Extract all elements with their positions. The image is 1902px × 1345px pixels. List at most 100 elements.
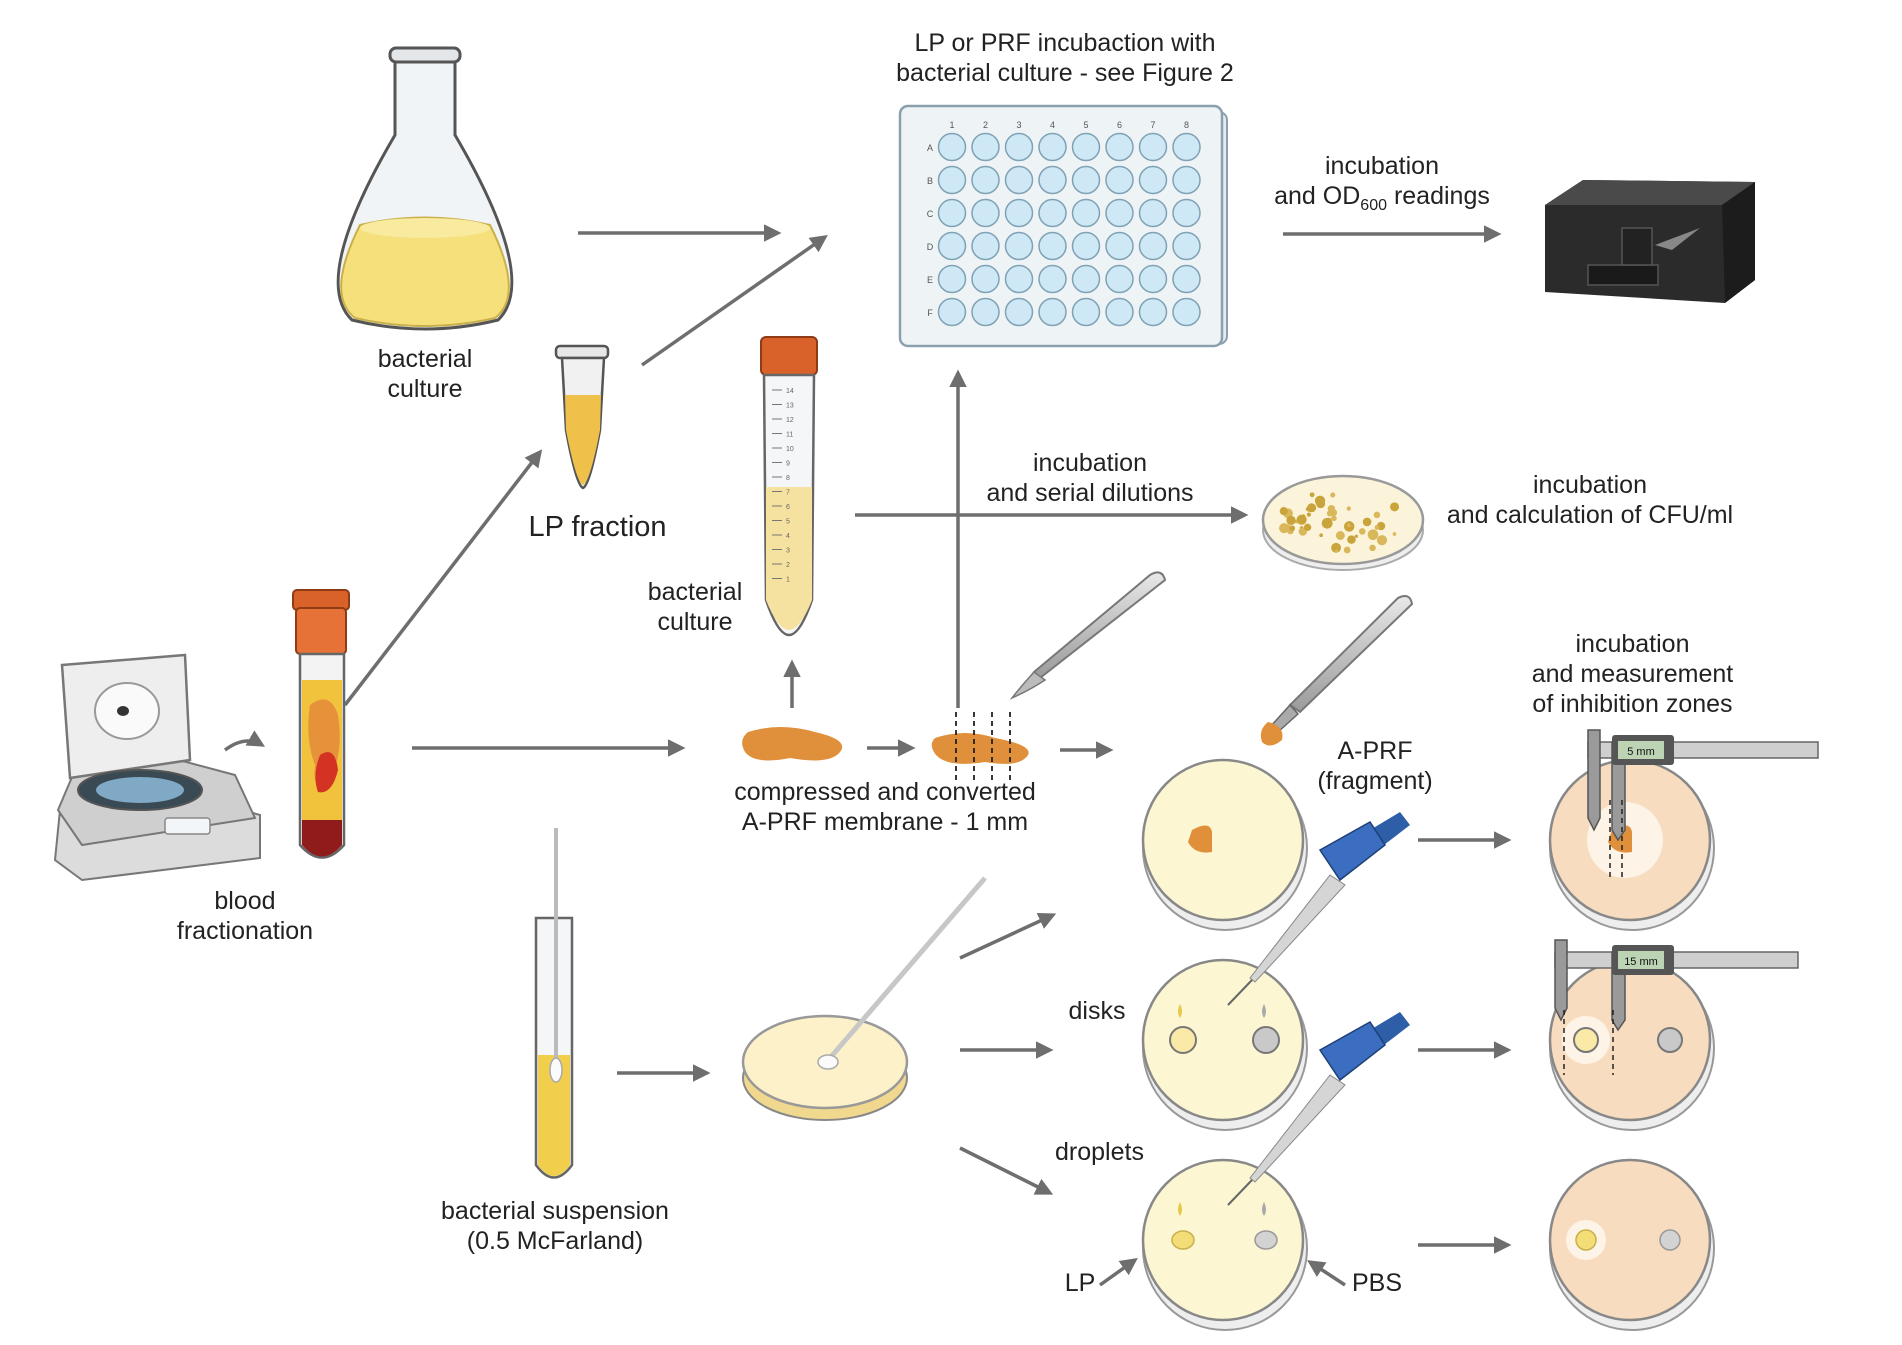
plate-well [1004, 198, 1034, 228]
plate-row-label: F [927, 308, 933, 318]
plate-well [1105, 297, 1134, 327]
plate-row-label: E [927, 275, 933, 285]
colony-dot [1331, 515, 1337, 522]
plate-well [1172, 231, 1201, 261]
plate-well [1004, 132, 1034, 162]
plate-well [1105, 165, 1134, 195]
colony-dot [1306, 512, 1312, 517]
erlenmeyer-flask-icon [336, 46, 514, 331]
plate-well [971, 264, 1000, 294]
plate-well [1071, 165, 1101, 195]
tweezers-icon [1260, 595, 1414, 746]
plate-well [1004, 297, 1034, 327]
label-cfu: incubation and calculation of CFU/ml [1446, 471, 1734, 529]
plate-well [937, 231, 967, 261]
colony-dot [1390, 502, 1400, 512]
colony-dot [1354, 534, 1358, 538]
tube-scale-label: 4 [786, 533, 790, 540]
agar-plate-fragment-icon [1141, 758, 1308, 931]
lp-fraction-tube-icon [554, 344, 610, 490]
colony-dot [1392, 532, 1397, 536]
colony-dot [1307, 503, 1317, 513]
colony-dot [1335, 531, 1345, 540]
label-blood-fractionation: blood fractionation [176, 887, 314, 945]
aprf-membrane-cut-icon [931, 712, 1029, 780]
arrow-lp-to-plate [640, 234, 828, 367]
tube-scale-label: 1 [786, 577, 790, 584]
plate-well [1071, 297, 1101, 327]
colony-dot [1347, 523, 1351, 528]
label-serial-dilutions: incubation and serial dilutions [986, 449, 1194, 507]
plate-column-label: 4 [1050, 120, 1055, 130]
colony-dot [1289, 525, 1296, 532]
plate-well [937, 264, 967, 294]
plate-well [1004, 231, 1034, 261]
colony-dot [1343, 546, 1351, 554]
colony-dot [1321, 517, 1333, 529]
plate-reader-icon [1545, 180, 1755, 303]
plate-well [937, 297, 967, 327]
tube-scale-label: 2 [786, 562, 790, 569]
colony-dot [1376, 535, 1388, 546]
plate-well [1138, 198, 1168, 228]
arrow-lp-pointer [1098, 1257, 1138, 1287]
colony-dot [1346, 506, 1351, 511]
label-od-readings: incubation and OD600 readings [1274, 152, 1490, 214]
plate-well [1138, 231, 1168, 261]
plate-well [937, 132, 967, 162]
result-plate-droplets-icon [1548, 1158, 1715, 1331]
tube-scale-label: 6 [786, 504, 790, 511]
plate-well [1172, 132, 1201, 162]
plate-well [937, 198, 967, 228]
plate-well [1071, 198, 1101, 228]
caliper-fragment-icon [1587, 729, 1819, 880]
plate-well [1105, 198, 1134, 228]
tube-scale-label: 14 [786, 388, 794, 395]
colony-dot [1303, 523, 1312, 531]
plate-well [1138, 132, 1168, 162]
result-plate-fragment-icon [1548, 758, 1715, 931]
colony-dot [1305, 507, 1310, 511]
plate-well [1071, 231, 1101, 261]
caliper-reading-5mm: 5 mm [1627, 746, 1655, 758]
centrifuge-icon [53, 653, 266, 882]
colony-dot [1286, 515, 1296, 526]
plate-row-label: C [927, 209, 934, 219]
label-inhibition: incubation and measurement of inhibition… [1531, 630, 1734, 718]
pipette-disks-icon [1227, 812, 1410, 1006]
plate-well [1105, 132, 1134, 162]
plate-column-label: 5 [1083, 120, 1088, 130]
tube-scale-label: 13 [786, 403, 794, 410]
blood-tube-icon [292, 589, 350, 859]
colony-dot [1367, 529, 1379, 540]
caliper-reading-15mm: 15 mm [1624, 956, 1658, 968]
colony-dot [1358, 528, 1366, 535]
plate-well [1071, 264, 1101, 294]
plate-column-label: 2 [983, 120, 988, 130]
plate-well [1172, 165, 1201, 195]
agar-plate-disks-icon [1141, 958, 1308, 1131]
plate-row-label: D [927, 242, 934, 252]
plate-column-label: 1 [949, 120, 954, 130]
plate-wells [937, 132, 1201, 327]
plate-well [971, 198, 1000, 228]
plate-well [1038, 198, 1067, 228]
plate-well [1172, 198, 1201, 228]
plate-well [1004, 264, 1034, 294]
plate-well [1138, 297, 1168, 327]
arrow-blood-to-lp [343, 449, 543, 707]
label-disks: disks [1068, 997, 1126, 1025]
plate-well [971, 132, 1000, 162]
arrow-pbs-pointer [1307, 1260, 1346, 1287]
colony-dot [1335, 549, 1339, 553]
colony-petri-dish-icon [1261, 474, 1425, 571]
tube-scale-label: 11 [786, 432, 793, 439]
label-pbs: PBS [1351, 1269, 1403, 1297]
caliper-disks-icon [1554, 939, 1799, 1075]
label-suspension: bacterial suspension (0.5 McFarland) [441, 1197, 669, 1255]
plate-well [1038, 264, 1067, 294]
